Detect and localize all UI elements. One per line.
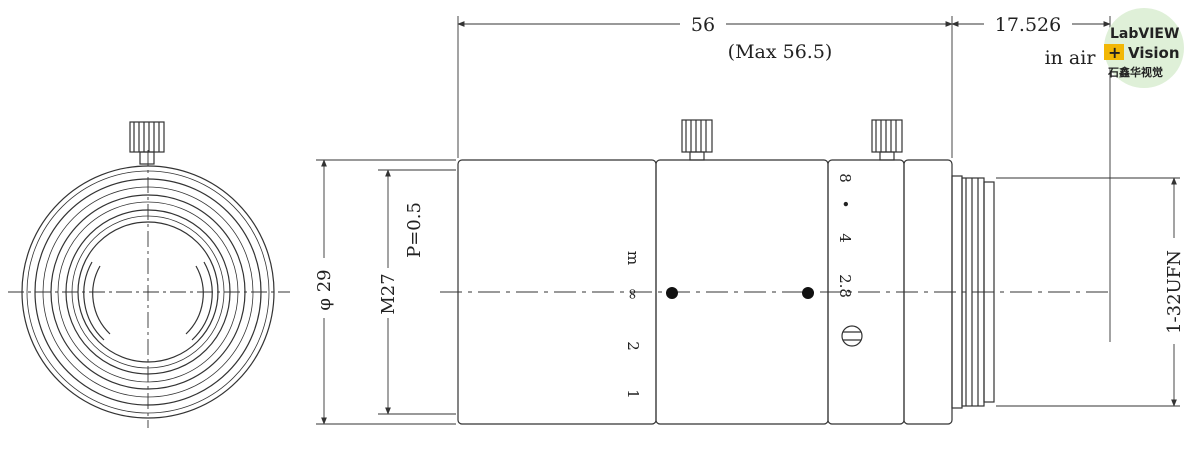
filter-thread-label: M27 bbox=[378, 273, 399, 314]
focus-index-dot bbox=[666, 287, 678, 299]
aperture-scale-2-8: 2.8 bbox=[836, 274, 854, 298]
focus-scale-m: m bbox=[624, 251, 642, 265]
thread-pitch-label: P=0.5 bbox=[404, 202, 425, 258]
focus-scale-inf: ∞ bbox=[624, 288, 642, 301]
dimension-lines bbox=[316, 16, 1180, 425]
aperture-scale: 8 • 4 2.8 bbox=[836, 173, 854, 298]
mount-thread-label: 1-32UFN bbox=[1164, 250, 1185, 334]
logo-plus: + bbox=[1108, 43, 1121, 62]
diameter-label: φ 29 bbox=[314, 269, 335, 310]
focus-scale-1: 1 bbox=[624, 389, 642, 399]
logo-line3: 石鑫华视觉 bbox=[1107, 65, 1163, 79]
aperture-scale-dot: • bbox=[836, 200, 854, 209]
length-dimension: 56 bbox=[691, 14, 715, 36]
aperture-scale-8: 8 bbox=[836, 173, 854, 183]
aperture-index-dot bbox=[802, 287, 814, 299]
back-focus-note: in air bbox=[1045, 47, 1097, 69]
labview-vision-logo: LabVIEW + Vision 石鑫华视觉 bbox=[1104, 8, 1184, 88]
lock-screw bbox=[841, 325, 863, 347]
logo-plus-bg bbox=[1104, 44, 1124, 60]
length-max-dimension: (Max 56.5) bbox=[728, 41, 833, 63]
back-focus-dimension: 17.526 bbox=[995, 14, 1061, 36]
side-view bbox=[440, 119, 1112, 425]
logo-circle bbox=[1104, 8, 1184, 88]
logo-line2: Vision bbox=[1128, 44, 1180, 62]
logo-line1: LabVIEW bbox=[1110, 26, 1179, 42]
front-view bbox=[8, 121, 290, 428]
focus-scale-2: 2 bbox=[624, 341, 642, 351]
focus-scale: m ∞ 2 1 bbox=[624, 251, 642, 399]
aperture-scale-4: 4 bbox=[836, 233, 854, 243]
